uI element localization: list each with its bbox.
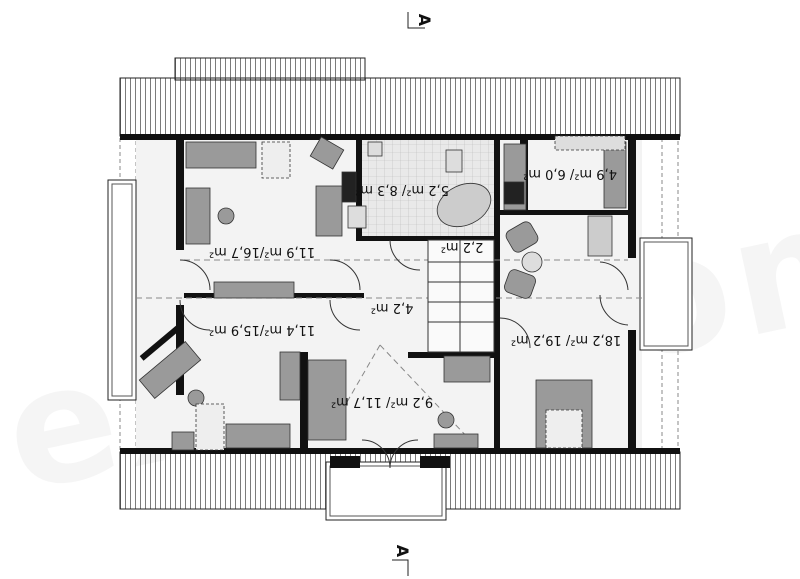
section-mark-bottom: A [392,545,412,576]
svg-text:A: A [393,545,412,558]
furniture [138,135,627,451]
room-label-hall: 4,2 m² [371,300,414,315]
partitions [136,239,642,469]
room-label-bottom-center: 9,2 m²/ 11,7 m² [331,394,433,409]
room-label-stairs: 2,2 m² [441,239,484,254]
room-label-top-left: 11,9 m²/16,7 m² [209,244,315,259]
room-label-bottom-right: 18,2 m²/ 19,2 m² [511,332,621,347]
room-label-bathroom: 5,2 m²/ 8,3 m² [355,182,449,197]
balconies [107,179,693,521]
room-label-mid-left: 11,4 m²/15,9 m² [209,322,315,337]
section-mark-top: A [407,12,434,29]
room-labels: 11,9 m²/16,7 m² 11,4 m²/15,9 m² 4,2 m² 2… [209,166,621,409]
svg-text:A: A [415,14,434,27]
room-label-top-right: 4,9 m²/ 6,0 m² [523,166,617,181]
